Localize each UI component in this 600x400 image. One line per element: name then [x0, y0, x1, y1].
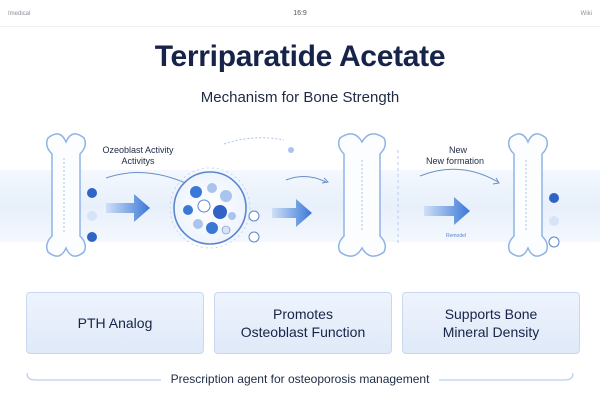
osteoblast-activity-label-2: Activitys: [121, 156, 155, 166]
mechanism-diagram: Ozeoblast Activity Activitys New New for…: [45, 133, 560, 257]
small-remodel-label: Remodel: [446, 233, 466, 239]
curve-arrow-1: [105, 172, 193, 187]
card-osteoblast-function: Promotes Osteoblast Function: [214, 292, 392, 354]
curve-arrow-2: [285, 176, 327, 183]
dot-outline-2: [248, 231, 260, 243]
arrow-icon-2: [272, 199, 312, 227]
dot-dark-3: [549, 193, 559, 203]
footer-caption: Prescription agent for osteoporosis mana…: [0, 372, 600, 386]
new-formation-label: New formation: [426, 156, 484, 166]
dot-outline-3: [548, 236, 560, 248]
dot-light-3: [549, 216, 559, 226]
aspect-ratio-label: 16:9: [293, 10, 307, 17]
dot-scatter-1: [288, 147, 294, 153]
card-osteoblast-function-line2: Osteoblast Function: [240, 324, 366, 340]
page-title: Terriparatide Acetate: [154, 40, 446, 73]
page-subtitle: Mechanism for Bone Strength: [200, 89, 400, 106]
osteoblast-activity-label: Ozeoblast Activity: [102, 145, 174, 155]
card-pth-analog-line1: PTH Analog: [77, 315, 153, 331]
dot-dark-1: [87, 188, 97, 198]
curve-arrow-3: [419, 168, 499, 183]
card-osteoblast-function-line1: Promotes: [273, 306, 333, 322]
card-bone-mineral-density-line1: Supports Bone: [444, 306, 538, 322]
bone-icon-2: [337, 133, 387, 257]
bone-icon-3: [507, 133, 549, 257]
osteoblast-cell-icon: [169, 167, 251, 249]
bone-icon-1: [45, 133, 87, 257]
footer-caption-text: Prescription agent for osteoporosis mana…: [160, 372, 440, 386]
dot-dark-2: [87, 232, 97, 242]
card-bone-mineral-density: Supports Bone Mineral Density: [402, 292, 580, 354]
card-bone-mineral-density-line2: Mineral Density: [442, 324, 540, 340]
dot-outline-1: [248, 210, 260, 222]
new-label: New: [449, 145, 468, 155]
dashed-curve: [223, 137, 285, 145]
top-bar-right: Wiki: [580, 11, 592, 17]
arrow-icon-1: [106, 194, 150, 222]
top-divider: [0, 26, 600, 27]
top-bar-left: Imedical: [8, 11, 31, 17]
dot-light-1: [87, 211, 97, 221]
arrow-icon-3: [424, 197, 470, 225]
top-bar: Imedical 16:9 Wiki: [0, 0, 600, 22]
card-pth-analog: PTH Analog: [26, 292, 204, 354]
